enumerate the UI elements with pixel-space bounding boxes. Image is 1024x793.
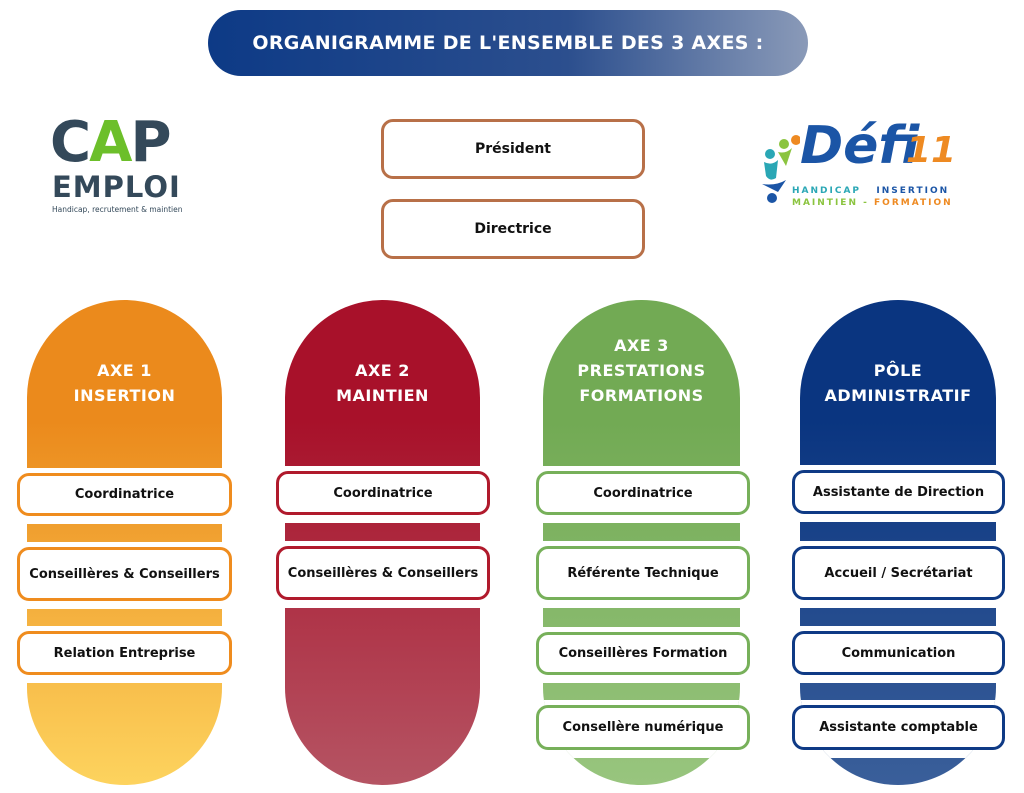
logo-word: -	[863, 198, 869, 208]
logo-line-2: MAINTIEN - FORMATION	[792, 198, 953, 208]
role-box: Assistante comptable	[792, 705, 1005, 750]
role-box: Conseillères Formation	[536, 632, 750, 675]
logo-defi-text: Défi	[800, 116, 920, 176]
defi11-logo: Défi 11 HANDICAP INSERTION MAINTIEN - FO…	[760, 116, 960, 212]
role-box: Conseillères & Conseillers	[17, 547, 232, 601]
role-box: Communication	[792, 631, 1005, 675]
axe-2-maintien-column: AXE 2 MAINTIEN	[285, 300, 480, 785]
logo-line-1: HANDICAP INSERTION	[792, 186, 949, 196]
people-icon	[762, 135, 800, 203]
directrice-box: Directrice	[381, 199, 645, 259]
role-box: Accueil / Secrétariat	[792, 546, 1005, 600]
president-box: Président	[381, 119, 645, 179]
logo-emploi-text: EMPLOI	[52, 170, 181, 204]
role-box: Référente Technique	[536, 546, 750, 600]
role-box: Coordinatrice	[276, 471, 490, 515]
page-title: ORGANIGRAMME DE L'ENSEMBLE DES 3 AXES :	[208, 10, 808, 76]
role-box: Consellère numérique	[536, 705, 750, 750]
column-title: AXE 3 PRESTATIONS FORMATIONS	[577, 336, 706, 405]
logo-word: HANDICAP	[792, 186, 862, 196]
role-box: Relation Entreprise	[17, 631, 232, 675]
axe-1-insertion-column: AXE 1 INSERTION	[27, 300, 222, 785]
role-box: Assistante de Direction	[792, 470, 1005, 514]
column-title: AXE 2 MAINTIEN	[336, 361, 429, 405]
column-title: PÔLE ADMINISTRATIF	[824, 361, 972, 405]
role-box: Coordinatrice	[536, 471, 750, 515]
logo-word: MAINTIEN	[792, 198, 858, 208]
role-box: Coordinatrice	[17, 473, 232, 516]
cap-emploi-logo: CAP EMPLOI Handicap, recrutement & maint…	[50, 110, 195, 218]
logo-cap-text: CAP	[50, 110, 171, 175]
column-title: AXE 1 INSERTION	[73, 361, 176, 405]
role-box: Conseillères & Conseillers	[276, 546, 490, 600]
logo-word: INSERTION	[876, 186, 950, 196]
logo-defi-number: 11	[906, 130, 957, 171]
logo-word: FORMATION	[874, 198, 953, 208]
logo-tagline: Handicap, recrutement & maintien	[52, 205, 183, 214]
